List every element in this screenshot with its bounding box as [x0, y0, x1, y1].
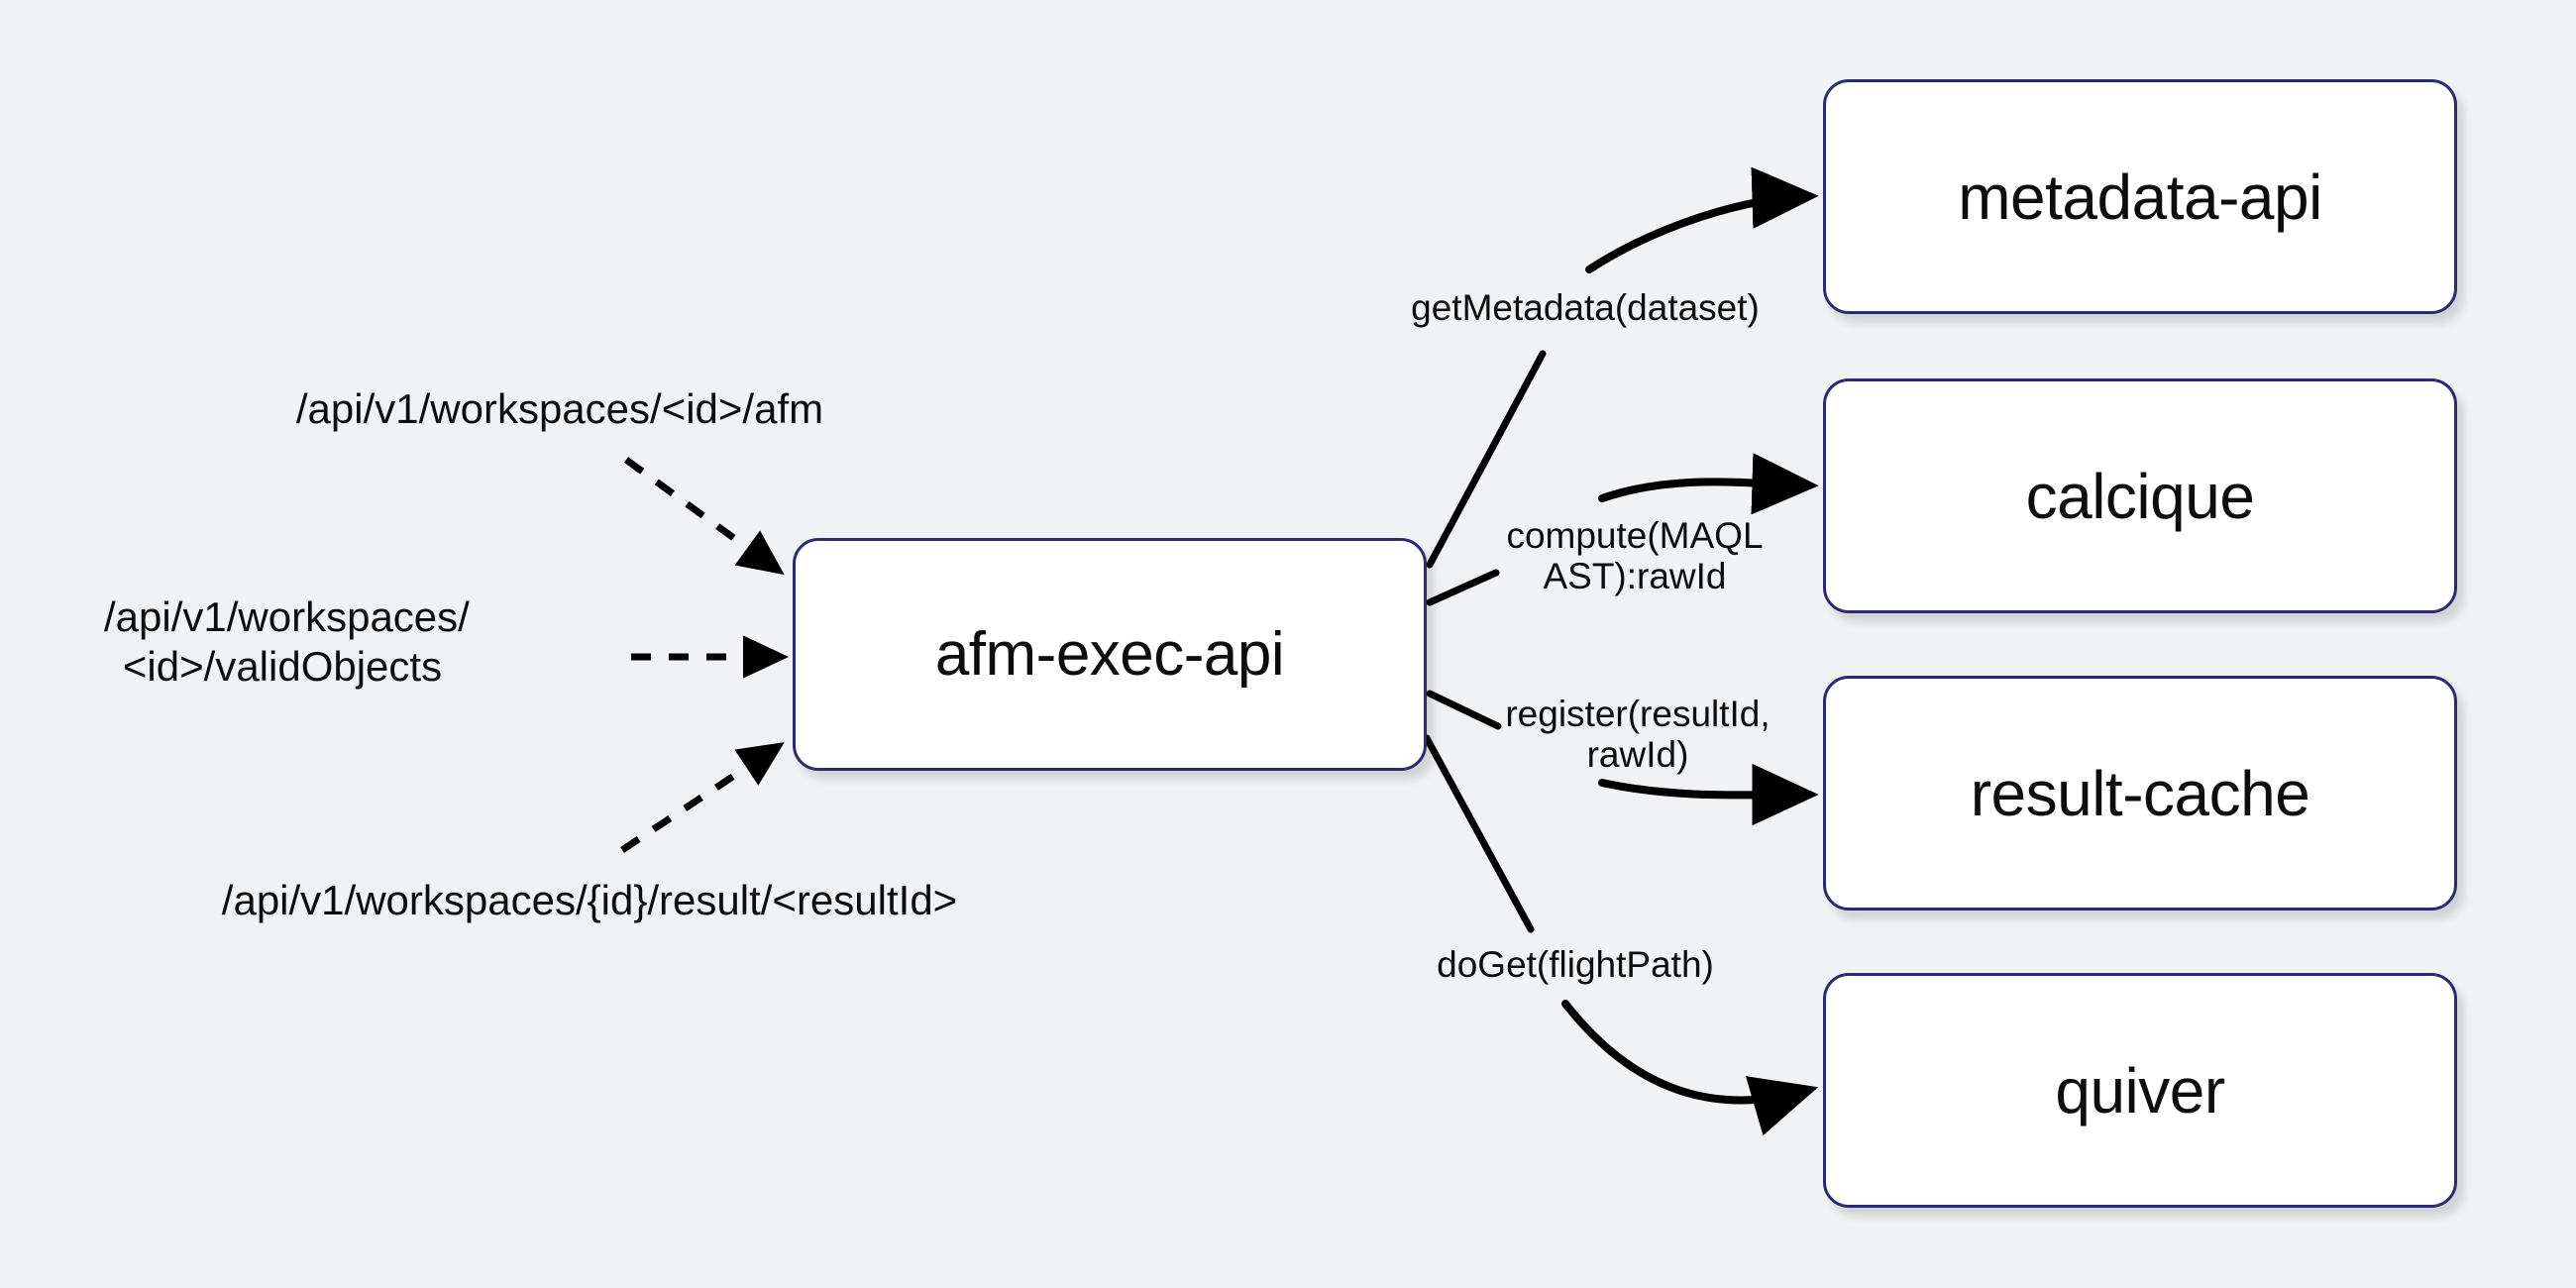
node-label-metadata-api: metadata-api: [1958, 161, 2322, 233]
call-arrow-metadata-api: [1585, 166, 1819, 273]
call-label-metadata-api: getMetadata(dataset): [1411, 287, 1760, 328]
call-arrow-quiver: [1561, 1000, 1819, 1136]
node-label-result-cache: result-cache: [1970, 757, 2310, 829]
node-label-quiver: quiver: [2055, 1054, 2225, 1127]
call-label-result-cache-line-2: rawId): [1586, 734, 1689, 776]
path-label-result-endpoint: /api/v1/workspaces/{id}/result/<resultId…: [221, 877, 958, 923]
call-label-calcique-line-1: compute(MAQL: [1506, 515, 1764, 556]
leader-line-quiver: [1423, 734, 1535, 933]
node-label-calcique: calcique: [2025, 460, 2255, 532]
path-label-line-2: <id>/validObjects: [122, 642, 443, 690]
call-label-calcique-line-2: AST):rawId: [1543, 556, 1727, 597]
call-label-result-cache-line-1: register(resultId,: [1505, 694, 1771, 734]
leader-line-result-cache: [1426, 690, 1502, 730]
call-arrow-calcique: [1598, 453, 1819, 515]
path-label-valid-objects-endpoint: /api/v1/workspaces/<id>/validObjects: [104, 592, 470, 691]
leader-line-metadata-api: [1426, 350, 1547, 569]
call-label-quiver: doGet(flightPath): [1437, 944, 1714, 985]
node-label-afm-exec-api: afm-exec-api: [934, 619, 1285, 689]
node-result-cache[interactable]: result-cache: [1823, 676, 2457, 911]
path-label-afm-endpoint: /api/v1/workspaces/<id>/afm: [295, 385, 824, 432]
inbound-arrow-afm-endpoint: [623, 457, 785, 576]
call-arrow-result-cache: [1598, 763, 1819, 826]
leader-line-calcique: [1426, 569, 1500, 606]
node-metadata-api[interactable]: metadata-api: [1823, 79, 2457, 314]
inbound-arrow-result-endpoint: [620, 742, 785, 853]
call-label-result-cache: register(resultId,rawId): [1474, 694, 1801, 776]
node-quiver[interactable]: quiver: [1823, 973, 2457, 1208]
node-afm-exec-api[interactable]: afm-exec-api: [793, 538, 1427, 771]
node-calcique[interactable]: calcique: [1823, 378, 2457, 613]
path-label-line-1: /api/v1/workspaces/: [104, 593, 470, 640]
